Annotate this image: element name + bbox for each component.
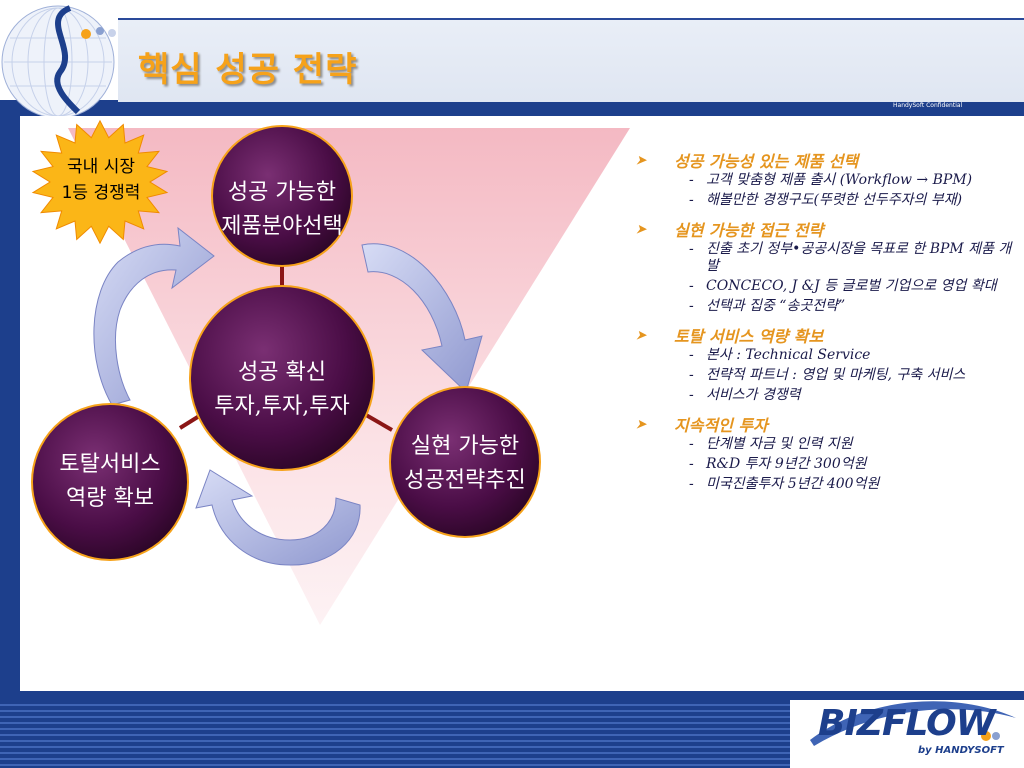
bullet-item: -R&D 투자 9년간 300억원 (689, 456, 867, 472)
node-total-service (31, 403, 189, 561)
bullet-item: -고객 맞춤형 제품 출시 (Workflow → BPM) (689, 172, 973, 188)
node-left-line2: 역량 확보 (66, 486, 154, 511)
bullet-item: -미국진출투자 5년간 400억원 (689, 476, 880, 492)
bullet-heading: ➤ 실현 가능한 접근 전략 (636, 217, 1016, 241)
bullet-item-text: 고객 맞춤형 제품 출시 (Workflow → BPM) (706, 172, 973, 188)
bullet-heading-text: 성공 가능성 있는 제품 선택 (674, 152, 859, 171)
bullet-item: -전략적 파트너 : 영업 및 마케팅, 구축 서비스 (689, 367, 966, 383)
bullet-item: -CONCECO, J &J 등 글로벌 기업으로 영업 확대 (689, 278, 997, 294)
bullet-item-text: CONCECO, J &J 등 글로벌 기업으로 영업 확대 (706, 278, 997, 294)
cycle-arrow-left (93, 226, 215, 406)
node-left-line1: 토탈서비스 (59, 452, 161, 477)
bullet-section: ➤ 지속적인 투자 -단계별 자금 및 인력 지원 -R&D 투자 9년간 300… (636, 412, 1016, 493)
bullet-item: -본사 : Technical Service (689, 347, 871, 363)
confidential-label: HandySoft Confidential (893, 102, 963, 109)
cycle-arrow-top-right (361, 243, 483, 393)
bullet-item-text: 서비스가 경쟁력 (706, 387, 801, 403)
starburst-line1: 국내 시장 (67, 157, 135, 177)
node-center-line1: 성공 확신 (238, 360, 326, 385)
node-investment (189, 285, 375, 471)
node-right-line1: 실현 가능한 (410, 434, 520, 459)
node-strategy-execution (389, 386, 541, 538)
bullet-item: -단계별 자금 및 인력 지원 (689, 436, 853, 452)
bizflow-swoosh-icon (810, 701, 1016, 746)
starburst-text: 국내 시장 1등 경쟁력 (36, 154, 166, 206)
bullet-item: -진출 초기 정부•공공시장을 목표로 한 BPM 제품 개발 (689, 241, 1012, 274)
bullet-heading: ➤ 성공 가능성 있는 제품 선택 (636, 148, 1016, 172)
node-center-line2: 투자,투자,투자 (214, 394, 350, 419)
bizflow-logo: BIZFLOW (818, 703, 995, 744)
bullet-item-text: 선택과 집중 “송곳전략” (706, 298, 846, 314)
bullet-arrow-icon: ➤ (636, 328, 647, 342)
node-top-label: 성공 가능한 제품분야선택 (202, 176, 362, 244)
bullet-item: -서비스가 경쟁력 (689, 387, 801, 403)
bullet-item: -선택과 집중 “송곳전략” (689, 298, 846, 314)
bullet-section: ➤ 토탈 서비스 역량 확보 -본사 : Technical Service -전… (636, 323, 1016, 404)
corner-logo-icon (1, 5, 116, 119)
bullet-item-text: 진출 초기 정부•공공시장을 목표로 한 BPM 제품 개발 (706, 241, 1012, 274)
node-right-line2: 성공전략추진 (404, 468, 526, 493)
node-left-label: 토탈서비스 역량 확보 (30, 448, 190, 516)
handysoft-byline: by HANDYSOFT (918, 745, 1004, 756)
bullet-arrow-icon: ➤ (636, 222, 647, 236)
starburst-badge (31, 119, 169, 245)
bullet-arrow-icon: ➤ (636, 153, 647, 167)
bullet-heading-text: 지속적인 투자 (674, 416, 768, 435)
strategy-bullet-list: ➤ 성공 가능성 있는 제품 선택 -고객 맞춤형 제품 출시 (Workflow… (636, 148, 1016, 501)
bullet-heading: ➤ 토탈 서비스 역량 확보 (636, 323, 1016, 347)
node-top-line2: 제품분야선택 (221, 214, 343, 239)
bullet-heading-text: 실현 가능한 접근 전략 (674, 221, 824, 240)
cycle-arrow-bottom (195, 469, 361, 566)
bullet-heading-text: 토탈 서비스 역량 확보 (674, 327, 824, 346)
bullet-section: ➤ 실현 가능한 접근 전략 -진출 초기 정부•공공시장을 목표로 한 BPM … (636, 217, 1016, 315)
bullet-item: -해볼만한 경쟁구도(뚜렷한 선두주자의 부재) (689, 192, 963, 208)
title-bar (118, 18, 1024, 102)
node-top-line1: 성공 가능한 (227, 180, 337, 205)
starburst-line2: 1등 경쟁력 (61, 183, 141, 203)
node-product-selection (211, 125, 353, 267)
bullet-section: ➤ 성공 가능성 있는 제품 선택 -고객 맞춤형 제품 출시 (Workflow… (636, 148, 1016, 209)
node-right-label: 실현 가능한 성공전략추진 (385, 430, 545, 498)
bullet-item-text: 해볼만한 경쟁구도(뚜렷한 선두주자의 부재) (706, 192, 963, 208)
bullet-item-text: 전략적 파트너 : 영업 및 마케팅, 구축 서비스 (706, 367, 966, 383)
bullet-arrow-icon: ➤ (636, 417, 647, 431)
bullet-heading: ➤ 지속적인 투자 (636, 412, 1016, 436)
node-center-label: 성공 확신 투자,투자,투자 (192, 356, 372, 424)
bullet-item-text: 단계별 자금 및 인력 지원 (706, 436, 853, 452)
bullet-item-text: 미국진출투자 5년간 400억원 (706, 476, 880, 492)
bullet-item-text: 본사 : Technical Service (706, 347, 871, 363)
bullet-item-text: R&D 투자 9년간 300억원 (706, 456, 867, 472)
slide-title: 핵심 성공 전략 (138, 50, 358, 90)
